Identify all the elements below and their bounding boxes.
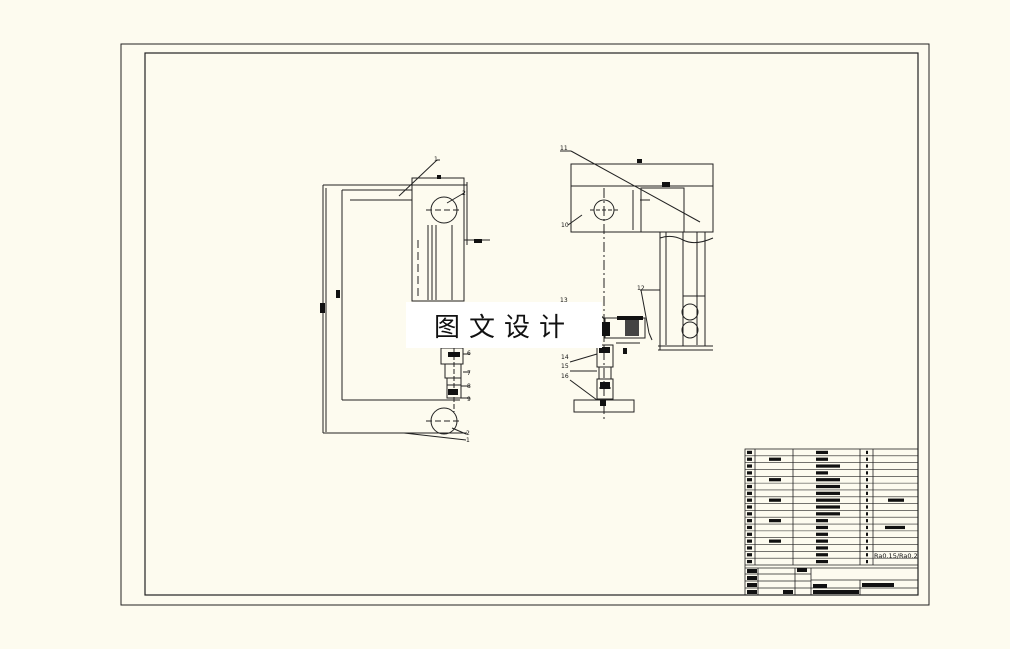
- title-block-cell-text: [816, 498, 840, 502]
- title-block-cell-text: [866, 546, 868, 550]
- label-9: 9: [467, 396, 471, 403]
- title-block-cell-text: [866, 498, 868, 502]
- title-block-cell-text: [816, 484, 840, 489]
- title-block-cell-text: [747, 450, 752, 455]
- part-labels: 1 2 6 7 8 9 2 1 10 11 12 13 14 15 16: [434, 145, 645, 444]
- title-block-cell-text: [747, 471, 752, 475]
- title-block-cell-text: [866, 464, 868, 468]
- title-block-cell-text: [747, 484, 752, 489]
- title-block-cell-text: [747, 505, 752, 509]
- title-block-cell-text: [866, 478, 868, 482]
- title-block-cell-text: [866, 505, 868, 509]
- title-block-cell-text: [747, 559, 752, 564]
- title-block-cell-text: [866, 525, 868, 530]
- title-block-cell-text: [747, 532, 752, 536]
- right-view-marks: [599, 159, 670, 406]
- label-16: 16: [561, 373, 569, 380]
- right-view: [560, 150, 714, 420]
- title-block-cell-text: [747, 498, 752, 502]
- title-block-cell-text: [769, 519, 781, 523]
- title-block-cell-text: [747, 519, 752, 523]
- label-2-bottom: 2: [466, 430, 470, 437]
- title-block-rows: [745, 450, 918, 564]
- title-block-cell-text: [816, 471, 828, 475]
- title-block-cell-text: [866, 512, 868, 516]
- title-block-cell-text: [866, 450, 868, 455]
- title-block-marks: [747, 568, 894, 594]
- title-block-cell-text: [747, 512, 752, 516]
- title-block-cell-text: [769, 498, 781, 502]
- title-block-cell-text: [885, 525, 905, 530]
- label-2-top: 2: [462, 190, 466, 197]
- title-block-cell-text: [747, 464, 752, 468]
- title-block-cell-text: [816, 539, 828, 543]
- surface-roughness-note: Ra0.15/Ra0.2: [874, 552, 918, 560]
- title-block-cell-text: [866, 539, 868, 543]
- title-block-cell-text: [866, 471, 868, 475]
- left-view-marks: [320, 175, 482, 395]
- title-block-cell-text: [866, 491, 868, 495]
- title-block-cell-text: [816, 464, 840, 468]
- title-block-cell-text: [747, 525, 752, 530]
- title-block-cell-text: [816, 532, 828, 536]
- title-block: [744, 448, 919, 596]
- label-10: 10: [561, 222, 569, 229]
- title-block-cell-text: [816, 559, 828, 564]
- title-block-cell-text: [866, 457, 868, 461]
- title-block-cell-text: [747, 539, 752, 543]
- watermark-text: 图文设计: [433, 312, 574, 343]
- title-block-cell-text: [816, 505, 840, 509]
- outer-border: [120, 43, 930, 606]
- label-6: 6: [467, 350, 471, 357]
- title-block-cell-text: [816, 512, 840, 516]
- title-block-cell-text: [816, 457, 828, 461]
- title-block-cell-text: [747, 491, 752, 495]
- title-block-cell-text: [769, 457, 781, 461]
- title-block-cell-text: [769, 539, 781, 543]
- label-11: 11: [560, 145, 568, 152]
- title-block-cell-text: [769, 478, 781, 482]
- title-block-cell-text: [816, 491, 840, 495]
- label-15: 15: [561, 363, 569, 370]
- title-block-cell-text: [747, 553, 752, 557]
- label-8: 8: [467, 383, 471, 390]
- title-block-cell-text: [866, 559, 868, 564]
- title-block-cell-text: [816, 553, 828, 557]
- inner-frame: [144, 52, 919, 596]
- title-block-cell-text: [866, 484, 868, 489]
- label-14: 14: [561, 354, 569, 361]
- left-view: [322, 159, 490, 441]
- title-block-cell-text: [816, 519, 828, 523]
- title-block-cell-text: [747, 457, 752, 461]
- title-block-cell-text: [866, 553, 868, 557]
- title-block-cell-text: [866, 532, 868, 536]
- title-block-cell-text: [816, 525, 828, 530]
- label-12: 12: [637, 285, 645, 292]
- label-7: 7: [467, 370, 471, 377]
- title-block-cell-text: [747, 546, 752, 550]
- label-1-bottom: 1: [466, 437, 470, 444]
- label-1-top: 1: [434, 156, 438, 163]
- title-block-cell-text: [816, 450, 828, 455]
- watermark-box: 图文设计: [406, 302, 602, 348]
- title-block-cell-text: [816, 478, 840, 482]
- title-block-cell-text: [816, 546, 828, 550]
- title-block-cell-text: [888, 498, 904, 502]
- title-block-cell-text: [866, 519, 868, 523]
- label-13: 13: [560, 297, 568, 304]
- title-block-cell-text: [747, 478, 752, 482]
